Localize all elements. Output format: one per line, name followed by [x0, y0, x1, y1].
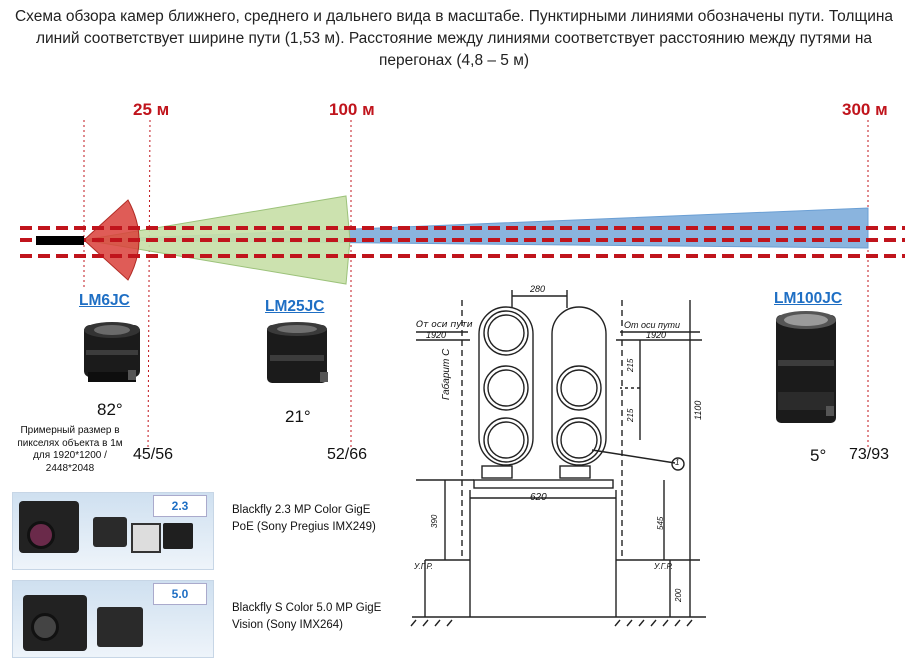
camera-lens-mount: [27, 521, 55, 549]
camera-photo-side: [97, 607, 143, 647]
drawing-dim-545: 545: [656, 516, 665, 530]
drawing-left-value: 1920: [426, 330, 447, 340]
drawing-left-label: От оси пути: [416, 320, 473, 330]
diagram-caption: Схема обзора камер ближнего, среднего и …: [14, 8, 894, 69]
resolution-lm6jc: 45/56: [133, 446, 174, 463]
lens-title-lm25jc[interactable]: LM25JC: [265, 298, 325, 315]
drawing-dim-top: 280: [530, 284, 546, 294]
camera-body: [36, 236, 84, 245]
lens-title-lm100jc[interactable]: LM100JC: [774, 290, 843, 307]
angle-lm100jc: 5°: [810, 446, 827, 465]
drawing-gabarit: Габарит С: [441, 348, 452, 400]
resolution-lm100jc: 73/93: [849, 446, 890, 463]
drawing-dim-height: 1100: [693, 400, 703, 420]
resolution-badge: 5.0: [153, 583, 207, 605]
marker-25m-line: [147, 119, 151, 451]
camera-photo-back: [131, 523, 161, 553]
distance-300m: 300 м: [842, 100, 888, 119]
drawing-right-value: 1920: [646, 330, 667, 340]
angle-lm6jc: 82°: [97, 400, 123, 419]
drawing-dim-215b: 215: [626, 408, 635, 422]
drawing-callout-number: 1: [675, 458, 680, 467]
drawing-right-label: От оси пути: [624, 320, 680, 330]
drawing-dim-390: 390: [430, 514, 439, 528]
camera-card-blackfly-23: 2.3: [12, 492, 214, 570]
camera-lens-mount: [31, 613, 59, 641]
camera-desc-blackfly-23: Blackfly 2.3 MP Color GigE PoE (Sony Pre…: [232, 504, 376, 533]
drawing-dim-215a: 215: [626, 358, 635, 372]
camera-photo-side: [93, 517, 127, 547]
drawing-dim-200: 200: [674, 588, 683, 602]
distance-25m: 25 м: [133, 100, 170, 119]
camera-desc-blackfly-s-50: Blackfly S Color 5.0 MP GigE Vision (Son…: [232, 602, 382, 631]
pixel-size-note: Примерный размер в пикселях объекта в 1м…: [17, 425, 123, 474]
signal-drawing: [410, 290, 706, 627]
camera-photo-small: [163, 523, 193, 549]
drawing-ugr-left: У.Г.Р.: [414, 562, 433, 571]
angle-lm25jc: 21°: [285, 407, 311, 426]
resolution-badge: 2.3: [153, 495, 207, 517]
distance-100m: 100 м: [329, 100, 375, 119]
drawing-ugr-right: У.Г.Р.: [654, 562, 673, 571]
resolution-lm25jc: 52/66: [327, 446, 368, 463]
drawing-dim-bottom: 620: [530, 492, 547, 503]
lens-title-lm6jc[interactable]: LM6JC: [79, 292, 130, 309]
camera-card-blackfly-s-50: 5.0: [12, 580, 214, 658]
